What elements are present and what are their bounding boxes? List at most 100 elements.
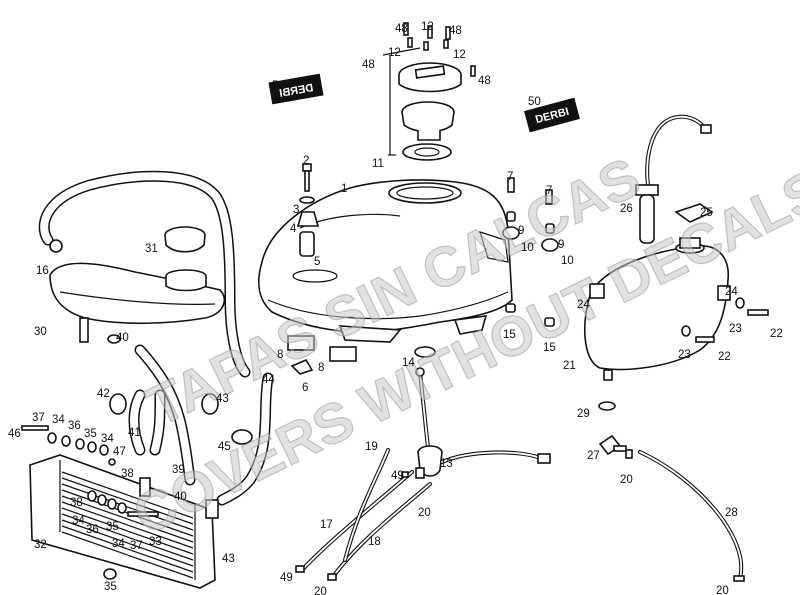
callout-40: 40 [174,491,187,503]
callout-35: 35 [84,428,97,440]
callout-13: 13 [440,458,453,470]
callout-40: 40 [116,332,129,344]
tank-mounting-parts [287,163,559,375]
callout-20: 20 [620,474,633,486]
callout-24: 24 [577,299,590,311]
callout-49: 49 [391,470,404,482]
callout-20: 20 [716,585,729,595]
callout-11: 11 [372,158,384,170]
callout-8: 8 [318,362,324,374]
fuel-level-sender [635,114,712,244]
callout-12: 12 [388,47,401,59]
radiator-fin [61,483,194,531]
callout-35: 35 [104,581,117,593]
callout-22: 22 [718,351,731,363]
callout-7: 7 [546,185,552,197]
callout-25: 25 [700,207,713,219]
callout-23: 23 [729,323,742,335]
callout-2: 2 [303,155,309,167]
callout-7: 7 [507,171,513,183]
callout-20: 20 [418,507,431,519]
callout-34: 34 [52,414,65,426]
callout-43: 43 [216,393,229,405]
callout-3: 3 [293,204,299,216]
callout-1: 1 [341,183,347,195]
callout-21: 21 [563,360,576,372]
callout-30: 30 [34,326,47,338]
callout-19: 19 [365,441,378,453]
callout-12: 12 [453,49,466,61]
fuel-valve-assembly [295,367,551,581]
filler-cap-assembly [382,22,476,161]
callout-48: 48 [478,75,491,87]
callout-5: 5 [314,256,320,268]
callout-38: 38 [70,497,83,509]
callout-15: 15 [503,329,516,341]
callout-27: 27 [587,450,600,462]
callout-17: 17 [320,519,333,531]
radiator-fin [61,519,194,567]
callout-48: 48 [395,23,408,35]
callout-37: 37 [130,540,143,552]
callout-24: 24 [725,286,738,298]
callout-42: 42 [97,388,110,400]
callout-50: 50 [272,80,285,92]
callout-4: 4 [290,223,297,235]
callout-31: 31 [145,243,158,255]
radiator-fasteners [21,425,159,517]
callout-34: 34 [112,538,125,550]
callout-6: 6 [302,382,308,394]
callout-28: 28 [725,507,738,519]
callout-18: 18 [368,536,381,548]
radiator-fin [61,507,194,555]
callout-20: 20 [314,586,327,595]
coolant-hoses [38,170,274,506]
callout-45: 45 [218,441,231,453]
fuel-tank [258,179,513,343]
callout-36: 36 [68,420,81,432]
radiator-fins [61,471,194,579]
radiator [29,454,219,589]
radiator-fin [61,531,194,579]
callout-10: 10 [521,242,534,254]
callout-15: 15 [543,342,556,354]
callout-23: 23 [678,349,691,361]
callout-8: 8 [277,349,283,361]
callout-12: 12 [421,21,434,33]
callout-22: 22 [770,328,783,340]
callout-14: 14 [402,357,415,369]
callout-44: 44 [262,374,275,386]
callout-34: 34 [72,515,85,527]
callout-47: 47 [113,446,126,458]
radiator-fin [61,501,194,549]
callout-33: 33 [149,536,162,548]
callout-49: 49 [280,572,293,584]
callout-41: 41 [128,427,141,439]
radiator-fin [61,471,194,519]
callout-48: 48 [449,25,462,37]
callout-9: 9 [518,225,524,237]
decal-right: DERBI [524,97,580,133]
callout-38: 38 [121,468,134,480]
coolant-reservoir-right [584,203,769,381]
callout-35: 35 [106,521,119,533]
radiator-fin [61,525,194,573]
callout-48: 48 [362,59,375,71]
callout-10: 10 [561,255,574,267]
callout-50: 50 [528,96,541,108]
callout-16: 16 [36,265,49,277]
callout-29: 29 [577,408,590,420]
radiator-fin [61,477,194,525]
callout-26: 26 [620,203,633,215]
callout-36: 36 [86,524,99,536]
radiator-fin [61,495,194,543]
callout-43: 43 [222,553,235,565]
callout-39: 39 [172,464,185,476]
drain-tap-and-hose [598,401,745,582]
callout-37: 37 [32,412,45,424]
coolant-reservoir-left [49,226,226,344]
callout-46: 46 [8,428,21,440]
